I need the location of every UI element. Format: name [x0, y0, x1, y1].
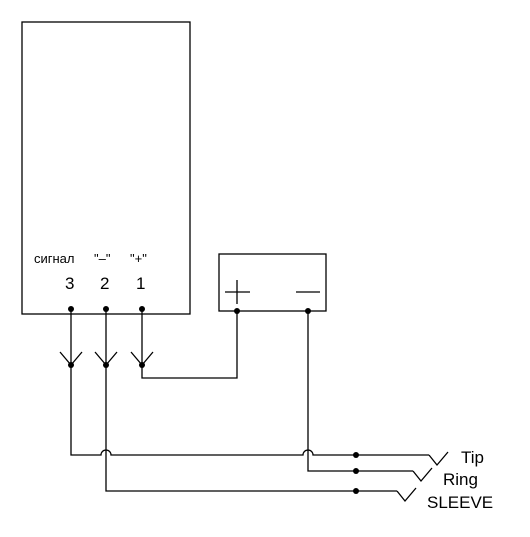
pin-number-2: 2: [100, 274, 109, 293]
connector-2: [94, 309, 118, 368]
tip-contact-dot: [353, 452, 359, 458]
ring-contact: [412, 467, 433, 483]
ring-contact-dot: [353, 468, 359, 474]
connector-1: [130, 309, 154, 368]
pin-number-1: 1: [136, 274, 145, 293]
label-sleeve: SLEEVE: [427, 493, 493, 512]
pin-label-minus: "–": [94, 251, 111, 266]
wire-tip: [70, 365, 429, 456]
wire-sleeve: [105, 365, 397, 492]
tip-contact: [428, 451, 449, 467]
sleeve-contact: [396, 487, 417, 503]
device-box: [21, 21, 191, 315]
wire-ring: [307, 311, 413, 472]
battery-box: [218, 253, 327, 312]
battery-plus-symbol: [225, 280, 250, 304]
connector-3: [59, 309, 83, 368]
label-ring: Ring: [443, 470, 478, 489]
pin-label-plus: "+": [130, 251, 147, 266]
label-tip: Tip: [461, 448, 484, 467]
pin-number-3: 3: [65, 274, 74, 293]
pin-label-signal: сигнал: [34, 251, 75, 266]
sleeve-contact-dot: [353, 488, 359, 494]
wire-plus: [141, 311, 238, 379]
